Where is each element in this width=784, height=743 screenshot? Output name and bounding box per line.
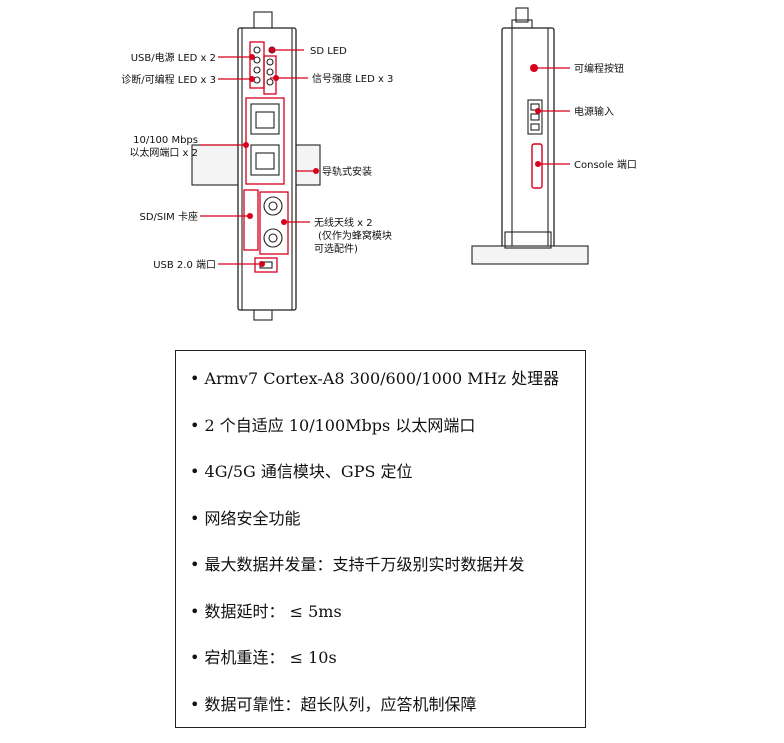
feature-item: • 数据可靠性：超长队列，应答机制保障 [190,695,477,714]
label-diag-led: 诊断/可编程 LED x 3 [121,73,216,86]
side-body [501,27,555,251]
label-sd-led: SD LED [310,46,347,57]
feature-item: • Armv7 Cortex-A8 300/600/1000 MHz 处理器 [190,369,560,388]
label-console: Console 端口 [574,158,637,171]
side-view: 可编程按钮 电源输入 Console 端口 [471,7,637,265]
label-antenna-2: (仅作为蜂窝模块 [318,229,392,242]
antenna-stub [515,7,529,23]
label-signal-led: 信号强度 LED x 3 [312,72,393,85]
feature-item: • 数据延时： ≤ 5ms [190,602,342,621]
antenna-1 [263,196,283,216]
power-connector [527,99,543,135]
top-clip [253,11,273,31]
label-antenna-1: 无线天线 x 2 [314,216,373,229]
feature-item: • 4G/5G 通信模块、GPS 定位 [190,462,413,481]
label-antenna-3: 可选配件) [314,242,358,255]
front-view: USB/电源 LED x 2 诊断/可编程 LED x 3 10/100 Mbp… [121,11,393,321]
feature-item: • 宕机重连： ≤ 10s [190,648,337,667]
feature-item: • 网络安全功能 [190,509,301,528]
eth-port-1 [250,103,280,135]
label-power-in: 电源输入 [574,105,614,118]
label-din-rail: 导轨式安装 [322,165,372,178]
label-usb-port: USB 2.0 端口 [153,258,216,271]
label-sd-sim: SD/SIM 卡座 [139,210,198,223]
label-usb-power-led: USB/电源 LED x 2 [131,51,216,64]
feature-item: • 2 个自适应 10/100Mbps 以太网端口 [190,416,476,435]
label-prog-button: 可编程按钮 [574,62,624,75]
side-din-rail [471,245,589,265]
label-ethernet: 10/100 Mbps [133,135,198,146]
usb-port [254,257,278,273]
feature-list-box: • Armv7 Cortex-A8 300/600/1000 MHz 处理器 •… [175,350,586,728]
device-diagram: USB/电源 LED x 2 诊断/可编程 LED x 3 10/100 Mbp… [121,7,637,321]
sim-slot [243,189,259,251]
label-ethernet-2: 以太网端口 x 2 [129,146,198,159]
ethernet-box [245,97,285,185]
feature-item: • 最大数据并发量：支持千万级别实时数据并发 [190,555,525,574]
eth-port-2 [250,144,280,176]
antenna-2 [263,228,283,248]
